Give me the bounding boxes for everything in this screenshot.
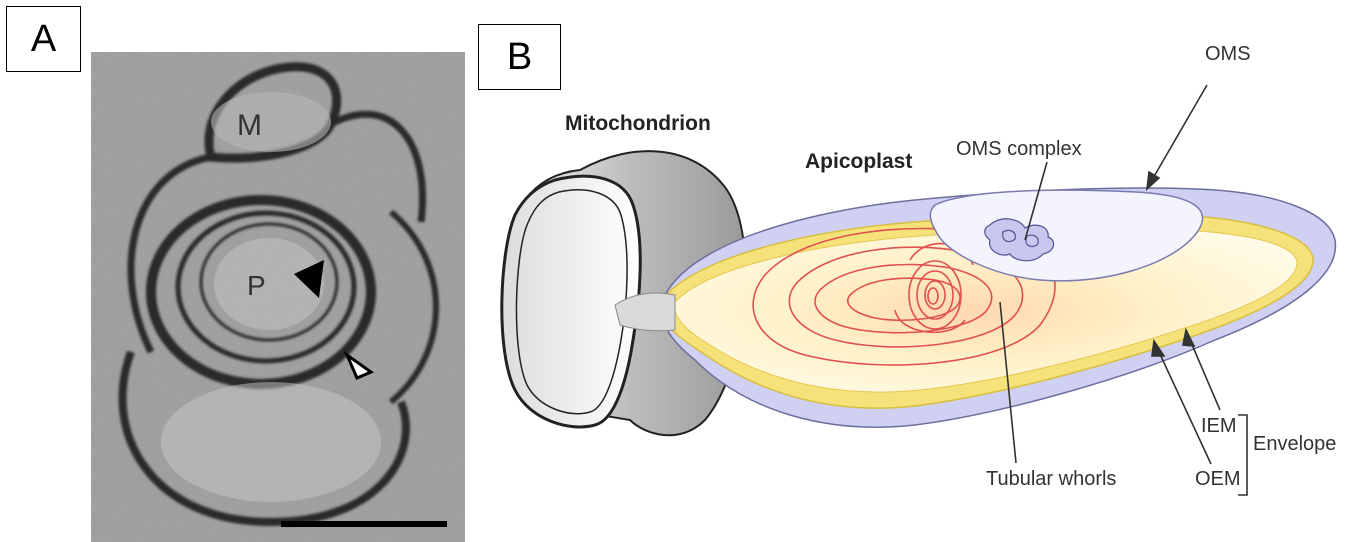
label-tubular-whorls: Tubular whorls (986, 468, 1116, 490)
apicoplast-diagram: Mitochondrion Apicoplast OMS OMS complex… (495, 40, 1369, 542)
label-oms: OMS (1205, 43, 1251, 65)
scale-bar (281, 521, 447, 527)
iem-arrow-line (1190, 340, 1220, 410)
vacuole-interior (161, 382, 381, 502)
electron-micrograph: M P (91, 52, 465, 542)
label-oms-complex: OMS complex (956, 138, 1082, 160)
oms-arrow-line (1152, 85, 1207, 180)
mitochondrion-interior (211, 92, 331, 152)
label-mitochondrion: Mitochondrion (565, 112, 711, 135)
oms-arrowhead-icon (1147, 172, 1159, 189)
label-envelope: Envelope (1253, 433, 1336, 455)
label-oem: OEM (1195, 468, 1241, 490)
label-apicoplast: Apicoplast (805, 150, 912, 173)
label-iem: IEM (1201, 415, 1237, 437)
label-p: P (247, 270, 266, 301)
label-m: M (237, 109, 262, 142)
panel-a-label: A (6, 6, 81, 72)
